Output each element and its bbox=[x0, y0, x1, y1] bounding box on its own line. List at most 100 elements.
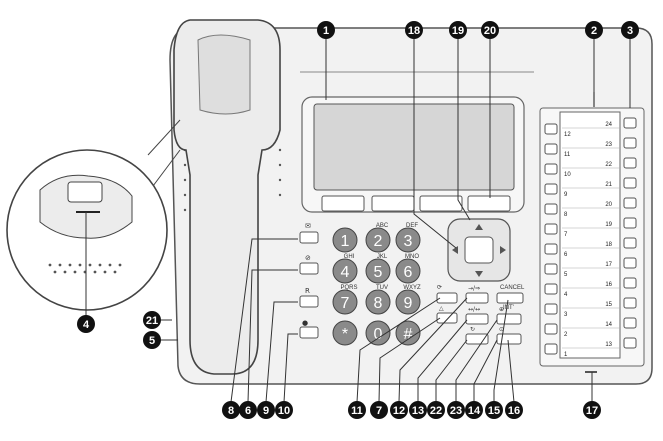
callout-17: 17 bbox=[583, 401, 601, 419]
dss-key-right[interactable] bbox=[623, 197, 637, 209]
key-digit: 5 bbox=[374, 264, 383, 281]
callout-8: 8 bbox=[222, 401, 240, 419]
handset[interactable] bbox=[173, 19, 281, 375]
dss-key-right[interactable] bbox=[623, 157, 637, 169]
callout-16: 16 bbox=[505, 401, 523, 419]
function-keys-right[interactable] bbox=[436, 292, 524, 345]
volume-icon: ⊙ bbox=[499, 326, 504, 333]
key-digit: 3 bbox=[404, 233, 413, 250]
dss-key-right[interactable] bbox=[623, 297, 637, 309]
dss-key-right[interactable] bbox=[623, 217, 637, 229]
dss-label-left: 5 bbox=[564, 272, 568, 278]
dss-label-right: 17 bbox=[605, 262, 612, 268]
dss-label-left: 9 bbox=[564, 192, 568, 198]
dss-key-left[interactable] bbox=[544, 163, 558, 175]
dss-key-left[interactable] bbox=[544, 323, 558, 335]
dss-key-left[interactable] bbox=[544, 283, 558, 295]
dss-label-left: 11 bbox=[564, 152, 571, 158]
svg-text:19: 19 bbox=[452, 25, 464, 37]
dss-key-right[interactable] bbox=[623, 137, 637, 149]
callout-18: 18 bbox=[405, 21, 423, 39]
svg-text:21: 21 bbox=[146, 315, 158, 327]
function-keys-left[interactable] bbox=[299, 231, 319, 339]
key-digit: 9 bbox=[404, 295, 413, 312]
soft-keys[interactable] bbox=[321, 195, 511, 212]
dss-key-right[interactable] bbox=[623, 257, 637, 269]
dss-key-left[interactable] bbox=[544, 343, 558, 355]
dss-key-left[interactable] bbox=[544, 263, 558, 275]
dss-key-left[interactable] bbox=[544, 183, 558, 195]
dss-label-right: 13 bbox=[605, 342, 612, 348]
leader-lines bbox=[85, 34, 631, 403]
speaker-icon: ● bbox=[302, 319, 308, 327]
dss-key-right[interactable] bbox=[623, 177, 637, 189]
message-icon: ✉ bbox=[305, 222, 311, 230]
dss-label-right: 19 bbox=[605, 222, 612, 228]
callout-2: 2 bbox=[585, 21, 603, 39]
svg-text:15: 15 bbox=[488, 405, 500, 417]
dss-label-left: 1 bbox=[564, 352, 568, 358]
key-1[interactable]: 1 bbox=[332, 227, 358, 253]
key-star[interactable]: * bbox=[332, 320, 358, 346]
svg-text:10: 10 bbox=[278, 405, 290, 417]
svg-text:11: 11 bbox=[351, 405, 363, 417]
callout-5: 5 bbox=[143, 331, 161, 349]
dss-key-right[interactable] bbox=[623, 117, 637, 129]
dss-key-right[interactable] bbox=[623, 317, 637, 329]
svg-text:6: 6 bbox=[245, 405, 251, 417]
svg-text:1: 1 bbox=[323, 25, 329, 37]
int-label: INT' bbox=[503, 305, 514, 311]
callout-6: 6 bbox=[239, 401, 257, 419]
callout-23: 23 bbox=[447, 401, 465, 419]
callout-14: 14 bbox=[465, 401, 483, 419]
svg-text:8: 8 bbox=[228, 405, 234, 417]
forward-icon: ⊘ bbox=[305, 254, 311, 262]
dss-key-left[interactable] bbox=[544, 243, 558, 255]
callout-4: 4 bbox=[77, 315, 95, 333]
dss-key-left[interactable] bbox=[544, 123, 558, 135]
navigator-key[interactable] bbox=[447, 218, 511, 282]
key-letters: DEF bbox=[406, 223, 418, 229]
dss-key-left[interactable] bbox=[544, 143, 558, 155]
dss-label-left: 4 bbox=[564, 292, 568, 298]
dss-label-right: 23 bbox=[605, 142, 612, 148]
dss-key-left[interactable] bbox=[544, 203, 558, 215]
key-digit: 7 bbox=[341, 295, 350, 312]
key-7[interactable]: 7 PQRS bbox=[332, 285, 358, 315]
dss-label-right: 22 bbox=[605, 162, 612, 168]
callout-10: 10 bbox=[275, 401, 293, 419]
key-letters: PQRS bbox=[340, 285, 357, 291]
function-key-icons: ✉ ⊘ R ● bbox=[302, 222, 311, 327]
dss-key-left[interactable] bbox=[544, 223, 558, 235]
svg-text:22: 22 bbox=[430, 405, 442, 417]
svg-text:14: 14 bbox=[468, 405, 481, 417]
svg-text:17: 17 bbox=[586, 405, 598, 417]
cancel-label: CANCEL bbox=[500, 285, 525, 291]
dss-key-right[interactable] bbox=[623, 277, 637, 289]
key-digit: 6 bbox=[404, 264, 413, 281]
dss-key-right[interactable] bbox=[623, 237, 637, 249]
dss-label-right: 24 bbox=[605, 122, 612, 128]
dss-label-right: 16 bbox=[605, 282, 612, 288]
svg-text:13: 13 bbox=[412, 405, 424, 417]
function-key-icons-right: ⟳ △ →/⇒ ↔/↔ ↻ ⊕ ⊙ bbox=[437, 284, 504, 333]
callout-12: 12 bbox=[390, 401, 408, 419]
dss-key-right[interactable] bbox=[623, 337, 637, 349]
key-digit: 0 bbox=[374, 326, 383, 343]
key-0[interactable]: 0 bbox=[365, 320, 391, 346]
dss-label-left: 10 bbox=[564, 172, 571, 178]
key-hash[interactable]: # bbox=[395, 320, 421, 346]
key-3[interactable]: 3 DEF bbox=[395, 223, 421, 253]
dss-key-left[interactable] bbox=[544, 303, 558, 315]
dss-label-strip bbox=[559, 111, 621, 359]
dss-label-right: 18 bbox=[605, 242, 612, 248]
mute-icon: △ bbox=[439, 305, 444, 312]
